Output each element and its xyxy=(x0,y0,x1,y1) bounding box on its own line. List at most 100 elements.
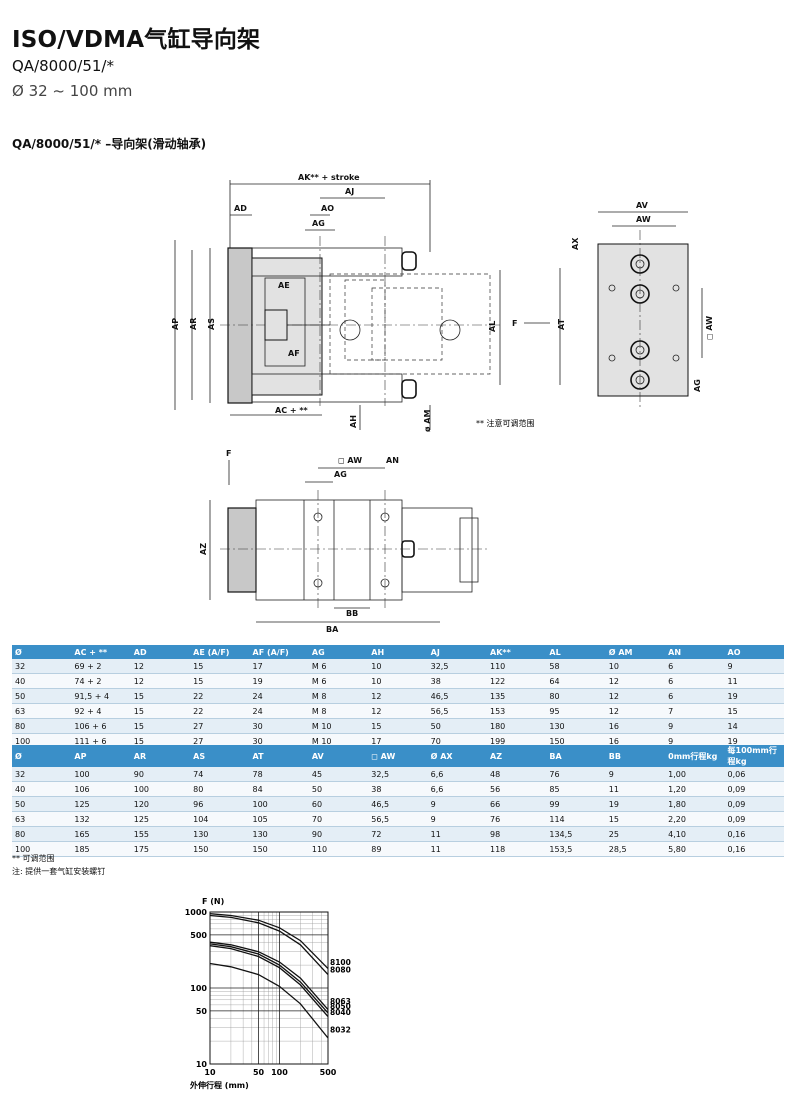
y-tick-label: 100 xyxy=(190,984,207,993)
table-cell: 76 xyxy=(487,811,547,827)
table-cell: 0,06 xyxy=(724,767,784,782)
table-cell: 155 xyxy=(130,826,191,842)
series-line-8050 xyxy=(209,943,329,1014)
table-cell: 153 xyxy=(487,703,547,719)
dim-ae-label: AE xyxy=(278,281,290,290)
dim-aw-top-label: ◻ AW xyxy=(338,456,362,465)
table-cell: 9 xyxy=(605,767,666,782)
table-cell: 110 xyxy=(308,841,369,857)
table-cell: 50 xyxy=(427,718,487,734)
top-view-drawing xyxy=(209,467,490,623)
table-cell: 9 xyxy=(724,659,784,674)
table-cell: 150 xyxy=(249,841,309,857)
column-header: AZ xyxy=(487,745,547,767)
table-cell: 12 xyxy=(605,703,666,719)
table-cell: 56,5 xyxy=(368,811,428,827)
table-cell: 15 xyxy=(724,703,784,719)
column-header: Ø AM xyxy=(605,645,666,659)
table-cell: 6 xyxy=(665,673,725,689)
table-cell: 50 xyxy=(12,688,72,704)
column-header: AG xyxy=(308,645,369,659)
table-cell: 10 xyxy=(368,673,428,689)
column-header: AE (A/F) xyxy=(190,645,250,659)
table-cell: 134,5 xyxy=(546,826,606,842)
y-axis-label: F (N) xyxy=(202,897,224,906)
table-cell: 63 xyxy=(12,811,72,827)
table-cell: M 10 xyxy=(308,718,369,734)
column-header: AV xyxy=(308,745,369,767)
table-cell: 58 xyxy=(546,659,606,674)
table-cell: 92 + 4 xyxy=(71,703,131,719)
dim-az-label: AZ xyxy=(199,543,208,555)
table-cell: 91,5 + 4 xyxy=(71,688,131,704)
x-tick-label: 10 xyxy=(204,1068,216,1077)
column-header: AN xyxy=(665,645,725,659)
dim-at-label: AT xyxy=(557,318,566,330)
table-cell: 25 xyxy=(605,826,666,842)
table-cell: 15 xyxy=(130,703,191,719)
page-title: ISO/VDMA气缸导向架 xyxy=(12,27,261,53)
diameter-range: Ø 32 ~ 100 mm xyxy=(12,82,133,100)
table-cell: 50 xyxy=(12,796,72,812)
dim-aw-square-label: ◻ AW xyxy=(705,316,714,340)
table-cell: 78 xyxy=(249,767,309,782)
table-cell: 19 xyxy=(605,796,666,812)
table-cell: 100 xyxy=(12,841,72,857)
table-cell: 27 xyxy=(190,718,250,734)
table-cell: 66 xyxy=(487,796,547,812)
column-header: AK** xyxy=(487,645,547,659)
table-cell: 12 xyxy=(368,703,428,719)
series-line-8063 xyxy=(209,941,329,1011)
dim-ba-label: BA xyxy=(326,625,339,634)
table-cell: 15 xyxy=(190,673,250,689)
table-cell: 32,5 xyxy=(427,659,487,674)
table-cell: 165 xyxy=(71,826,131,842)
series-line-8032 xyxy=(209,962,329,1039)
column-header: AH xyxy=(368,645,428,659)
table-cell: 12 xyxy=(605,673,666,689)
column-header: AO xyxy=(724,645,784,659)
table-cell: 24 xyxy=(249,688,309,704)
side-view-drawing xyxy=(174,180,501,430)
table-cell: 104 xyxy=(190,811,250,827)
column-header: BB xyxy=(605,745,666,767)
column-header: AP xyxy=(71,745,131,767)
table-cell: 70 xyxy=(308,811,369,827)
dim-aj-label: AJ xyxy=(345,187,354,196)
series-label: 8100 xyxy=(330,958,351,967)
table-cell: 19 xyxy=(724,688,784,704)
table-cell: 125 xyxy=(130,811,191,827)
table-cell: 114 xyxy=(546,811,606,827)
column-header: 0mm行程kg xyxy=(665,745,725,767)
table-cell: 118 xyxy=(487,841,547,857)
table-cell: 9 xyxy=(427,811,487,827)
dim-ad-label: AD xyxy=(234,204,247,213)
table-cell: 32,5 xyxy=(368,767,428,782)
screws-note: 注: 提供一套气缸安装螺钉 xyxy=(12,867,106,876)
table-cell: 130 xyxy=(249,826,309,842)
dim-ag-top-label: AG xyxy=(334,470,347,479)
x-tick-label: 500 xyxy=(320,1068,337,1077)
dim-ag-front-label: AG xyxy=(693,379,702,392)
table-cell: 125 xyxy=(71,796,131,812)
force-arrow-top-label: F xyxy=(226,449,231,458)
table-cell: 90 xyxy=(130,767,191,782)
series-line-8040 xyxy=(209,945,329,1018)
dim-av-label: AV xyxy=(636,201,649,210)
table-cell: 6,6 xyxy=(427,767,487,782)
table-cell: 0,09 xyxy=(724,781,784,797)
dim-ak-label: AK** + stroke xyxy=(298,173,360,182)
table-cell: 90 xyxy=(308,826,369,842)
table-cell: M 8 xyxy=(308,688,369,704)
table-cell: 130 xyxy=(546,718,606,734)
table-cell: 15 xyxy=(190,659,250,674)
table-cell: 45 xyxy=(308,767,369,782)
table-cell: 9 xyxy=(427,796,487,812)
table-cell: 15 xyxy=(130,718,191,734)
